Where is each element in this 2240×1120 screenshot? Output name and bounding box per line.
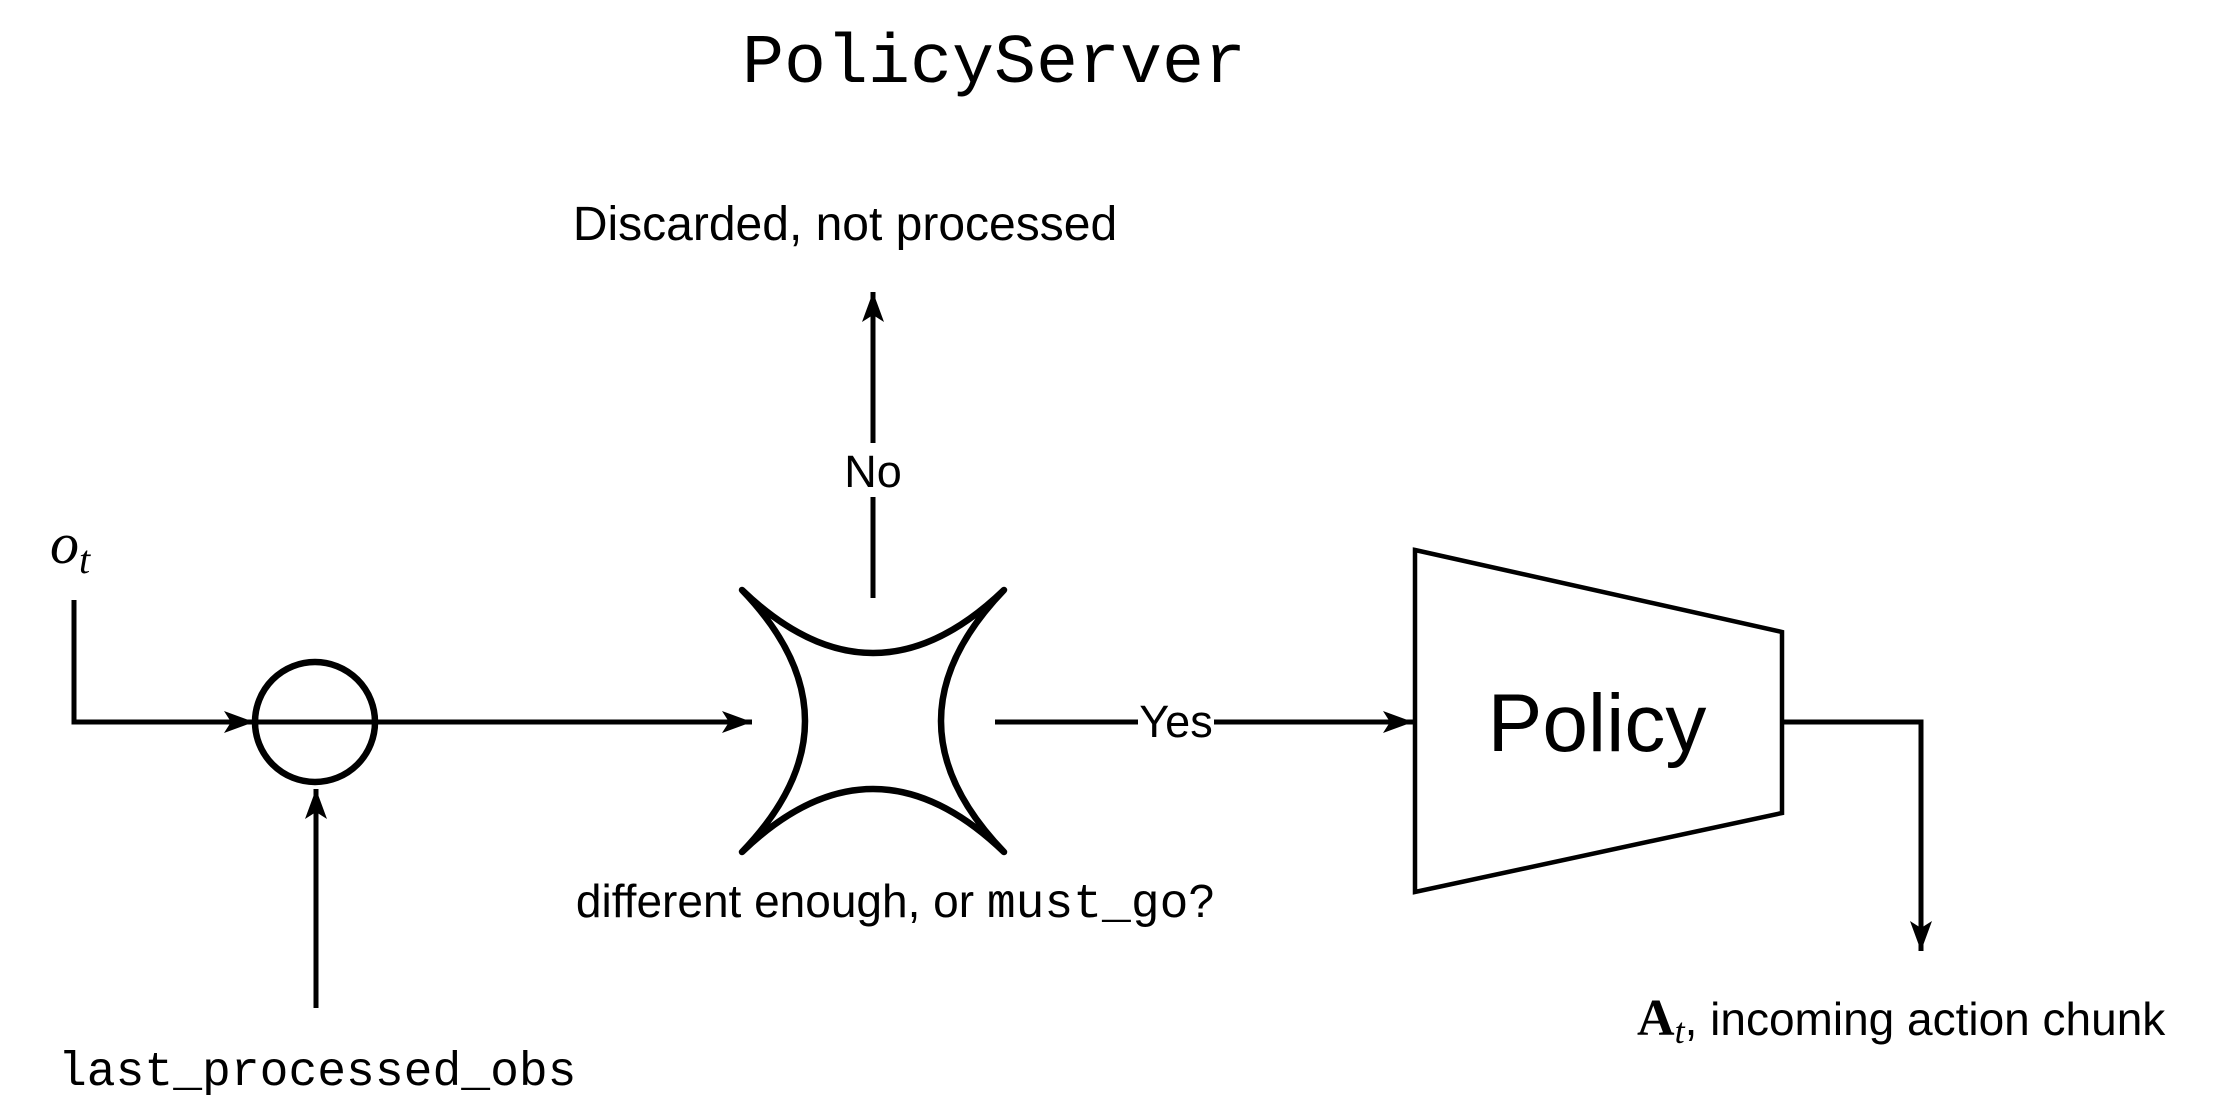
discarded-label: Discarded, not processed — [573, 198, 1117, 251]
yes-label: Yes — [1139, 696, 1212, 747]
no-label: No — [844, 446, 902, 497]
action-rest: , incoming action chunk — [1685, 993, 2167, 1045]
diagram-title: PolicyServer — [742, 25, 1246, 104]
observation-label: ot — [50, 511, 91, 582]
condition-prefix: different enough, or — [576, 875, 987, 927]
decision-star — [738, 586, 1008, 856]
action-output-arrow — [1782, 719, 1932, 951]
condition-suffix: ? — [1188, 875, 1214, 927]
condition-code: must_go — [987, 878, 1189, 932]
policy-label: Policy — [1488, 678, 1707, 769]
observation-subscript: t — [79, 537, 91, 582]
action-chunk-label: At, incoming action chunk — [1637, 990, 2166, 1051]
policy-trapezoid — [1412, 547, 1785, 895]
action-subscript: t — [1675, 1011, 1686, 1051]
observation-input-arrow — [71, 600, 254, 733]
last-processed-obs-label: last_processed_obs — [58, 1046, 576, 1100]
decision-question-label: different enough, or must_go? — [576, 875, 1214, 932]
observation-symbol: o — [50, 511, 79, 576]
action-symbol: A — [1637, 990, 1675, 1047]
